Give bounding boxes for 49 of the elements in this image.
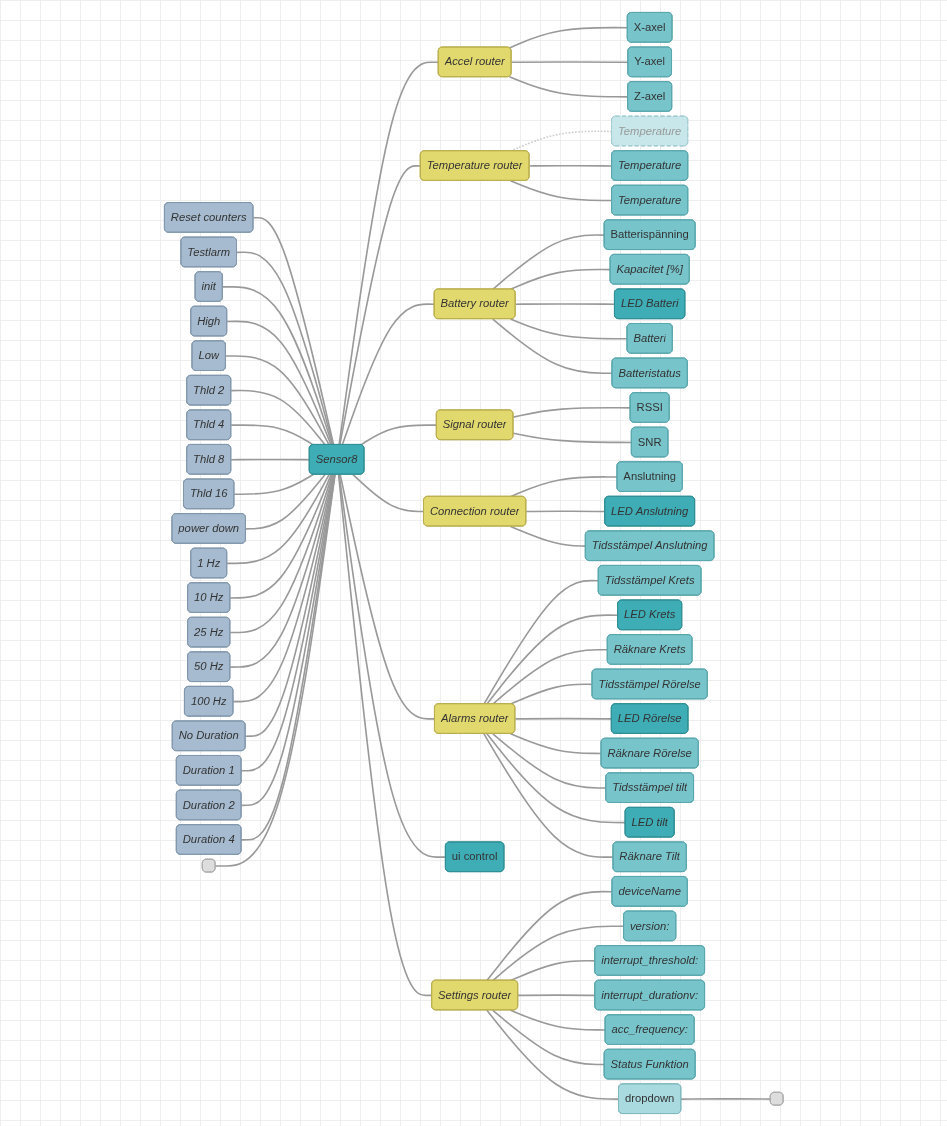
connector <box>232 473 335 703</box>
connector <box>512 406 631 418</box>
connector <box>341 303 436 446</box>
connector <box>509 733 602 755</box>
connector <box>230 424 314 446</box>
connector <box>337 473 433 997</box>
connector <box>485 733 626 824</box>
connector <box>491 925 625 982</box>
connector <box>229 473 334 668</box>
connector <box>528 164 613 167</box>
connector <box>235 251 334 446</box>
connector <box>491 1009 606 1066</box>
connector <box>491 733 607 789</box>
connector <box>338 165 422 446</box>
connector <box>351 473 425 513</box>
connector <box>525 510 606 513</box>
connector <box>221 286 333 446</box>
connector <box>226 320 332 446</box>
connector <box>509 683 593 705</box>
connector <box>485 1009 620 1100</box>
connector <box>359 424 438 446</box>
connector <box>512 432 633 444</box>
connector <box>252 216 335 446</box>
connector <box>517 994 596 997</box>
connector <box>226 473 330 565</box>
connector <box>508 75 629 98</box>
connector <box>509 318 628 340</box>
connector <box>233 473 314 496</box>
connector <box>230 389 326 446</box>
connector <box>491 318 613 375</box>
connector <box>229 473 332 599</box>
connector <box>338 473 447 858</box>
connector <box>244 473 326 530</box>
connector <box>229 473 333 634</box>
connector <box>680 1098 772 1100</box>
connector <box>485 614 619 705</box>
connector <box>224 355 330 446</box>
connector <box>485 890 613 982</box>
connector <box>339 473 436 720</box>
connector <box>214 473 336 867</box>
connector <box>514 303 616 305</box>
connector <box>514 717 613 720</box>
connector <box>482 733 614 858</box>
connector <box>509 1009 606 1031</box>
connector <box>244 473 335 737</box>
connector <box>509 525 587 547</box>
connector <box>510 61 629 64</box>
connector <box>509 476 618 498</box>
connector <box>509 180 613 202</box>
